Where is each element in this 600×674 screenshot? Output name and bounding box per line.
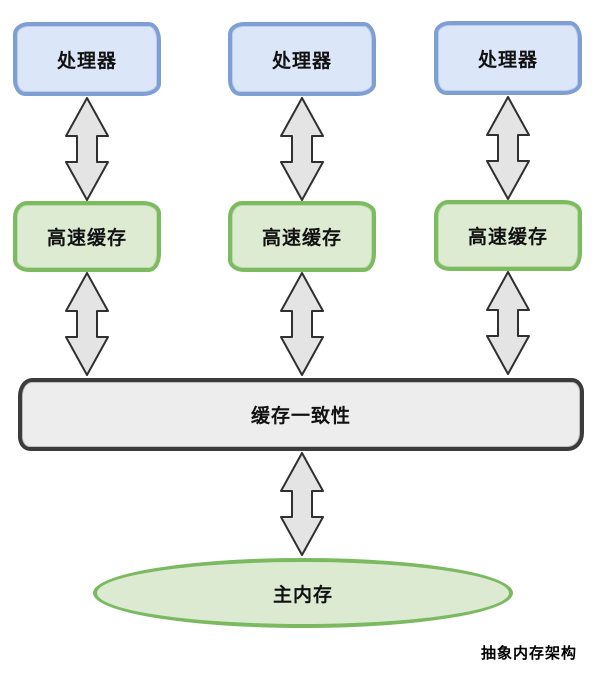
double-arrow-icon — [486, 96, 530, 200]
double-arrow-icon — [486, 271, 530, 375]
cache-label-3: 高速缓存 — [467, 227, 548, 248]
coherence-bar: 缓存一致性 — [18, 378, 584, 451]
cache-box-1: 高速缓存 — [13, 201, 161, 272]
cache-label-2: 高速缓存 — [261, 228, 342, 249]
double-arrow-icon — [280, 452, 324, 556]
processor-box-2: 处理器 — [228, 22, 376, 96]
coherence-label: 缓存一致性 — [250, 406, 351, 427]
memory-label: 主内存 — [272, 584, 333, 606]
processor-box-1: 处理器 — [13, 22, 161, 96]
cache-box-2: 高速缓存 — [228, 201, 376, 272]
processor-label-2: 处理器 — [271, 50, 332, 72]
double-arrow-icon — [65, 272, 109, 376]
cache-label-1: 高速缓存 — [46, 228, 127, 249]
processor-label-3: 处理器 — [477, 49, 538, 71]
diagram-caption: 抽象内存架构 — [480, 645, 577, 662]
cache-box-3: 高速缓存 — [434, 200, 582, 271]
double-arrow-icon — [280, 272, 324, 376]
processor-label-1: 处理器 — [56, 50, 117, 72]
processor-box-3: 处理器 — [434, 21, 582, 95]
memory-ellipse: 主内存 — [93, 558, 513, 628]
double-arrow-icon — [65, 97, 109, 201]
double-arrow-icon — [280, 97, 324, 201]
